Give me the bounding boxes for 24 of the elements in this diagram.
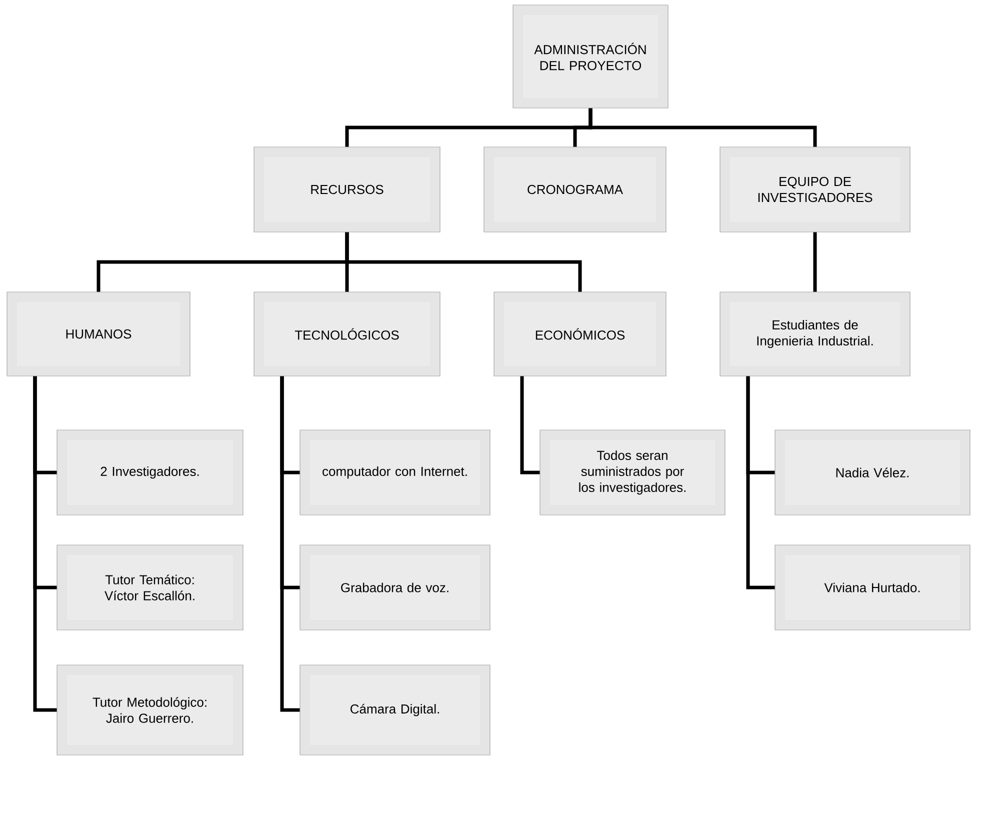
connector-line [746, 376, 775, 590]
beveled-box: 2 Investigadores. [56, 430, 244, 516]
connector-line [813, 232, 817, 292]
connector-line [280, 376, 300, 712]
connector-line [33, 376, 57, 712]
beveled-box: Tutor Temático: Víctor Escallón. [56, 544, 244, 630]
beveled-box: Tutor Metodológico: Jairo Guerrero. [56, 664, 244, 756]
beveled-box: Grabadora de voz. [300, 544, 490, 630]
beveled-box: Todos seran suministrados por los investigadores. [540, 430, 726, 516]
beveled-box: EQUIPO DE INVESTIGADORES [720, 146, 910, 232]
beveled-box: CRONOGRAMA [484, 146, 666, 232]
beveled-box: RECURSOS [254, 146, 440, 232]
beveled-box: ADMINISTRACIÓN DEL PROYECTO [512, 4, 668, 108]
beveled-box: Estudiantes de Ingenieria Industrial. [720, 292, 910, 376]
beveled-box: computador con Internet. [300, 430, 490, 516]
beveled-box: Cámara Digital. [300, 664, 490, 756]
beveled-box: HUMANOS [6, 292, 190, 376]
beveled-box: Nadia Vélez. [774, 430, 970, 516]
connector-line [345, 232, 582, 292]
connector-line [520, 376, 540, 474]
beveled-box: ECONÓMICOS [494, 292, 666, 376]
connector-line [588, 108, 817, 147]
beveled-box: TECNOLÓGICOS [254, 292, 440, 376]
beveled-box: Viviana Hurtado. [774, 544, 970, 630]
